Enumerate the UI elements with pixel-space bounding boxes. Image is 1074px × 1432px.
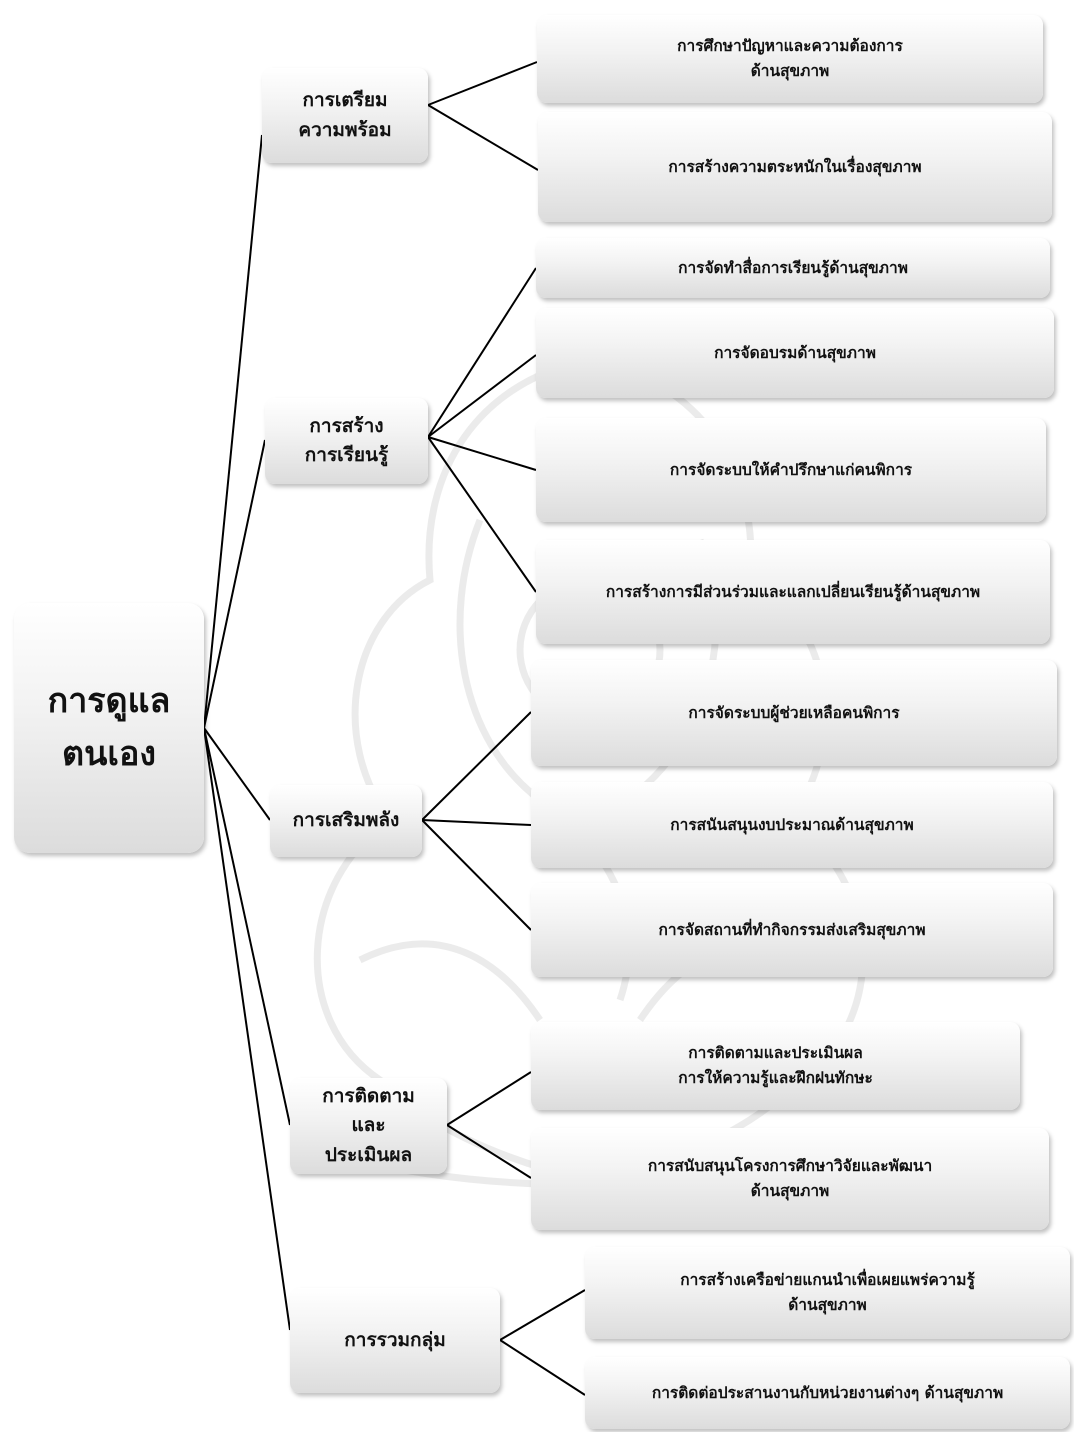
branch-node-preparation: การเตรียม ความพร้อม	[262, 68, 428, 163]
connector-b4-item-2	[447, 1125, 531, 1178]
connector-b1-item-2	[428, 105, 538, 170]
connector-b3-item-1	[422, 712, 531, 820]
connector-b4-item-1	[447, 1072, 531, 1125]
connector-b5-item-1	[500, 1290, 585, 1340]
leaf-node: การสนับสนุนโครงการศึกษาวิจัยและพัฒนา ด้า…	[531, 1128, 1049, 1230]
connector-b2-item-4	[428, 437, 536, 592]
branch-node-monitoring: การติดตาม และ ประเมินผล	[290, 1078, 447, 1174]
leaf-node: การจัดระบบให้คำปรึกษาแก่คนพิการ	[536, 418, 1046, 522]
leaf-node: การสร้างความตระหนักในเรื่องสุขภาพ	[538, 112, 1052, 222]
root-node: การดูแล ตนเอง	[14, 603, 204, 853]
connector-b2-item-1	[428, 268, 536, 437]
branch-node-grouping: การรวมกลุ่ม	[290, 1288, 500, 1393]
leaf-node: การจัดสถานที่ทำกิจกรรมส่งเสริมสุขภาพ	[531, 883, 1053, 977]
connector-b1-item-1	[428, 62, 537, 105]
connector-root-branch-2	[204, 440, 265, 728]
leaf-node: การจัดทำสื่อการเรียนรู้ด้านสุขภาพ	[536, 238, 1050, 298]
connector-b3-item-3	[422, 820, 531, 930]
leaf-node: การติดต่อประสานงานกับหน่วยงานต่างๆ ด้านส…	[585, 1357, 1070, 1429]
leaf-node: การจัดระบบผู้ช่วยเหลือคนพิการ	[531, 660, 1057, 766]
leaf-node: การติดตามและประเมินผล การให้ความรู้และฝึ…	[531, 1022, 1020, 1110]
leaf-node: การจัดอบรมด้านสุขภาพ	[536, 308, 1054, 398]
connector-b2-item-2	[428, 355, 536, 437]
branch-node-learning: การสร้าง การเรียนรู้	[265, 398, 428, 484]
connector-b3-item-2	[422, 820, 531, 825]
leaf-node: การสร้างการมีส่วนร่วมและแลกเปลี่ยนเรียนร…	[536, 540, 1050, 644]
branch-node-empowerment: การเสริมพลัง	[270, 785, 422, 857]
connector-b2-item-3	[428, 437, 536, 470]
leaf-node: การศึกษาปัญหาและความต้องการ ด้านสุขภาพ	[537, 15, 1043, 103]
leaf-node: การสนันสนุนงบประมาณด้านสุขภาพ	[531, 782, 1053, 868]
connector-root-branch-1	[204, 135, 262, 728]
connector-b5-item-2	[500, 1340, 585, 1395]
leaf-node: การสร้างเครือข่ายแกนนำเพื่อเผยแพร่ความรู…	[585, 1247, 1070, 1339]
